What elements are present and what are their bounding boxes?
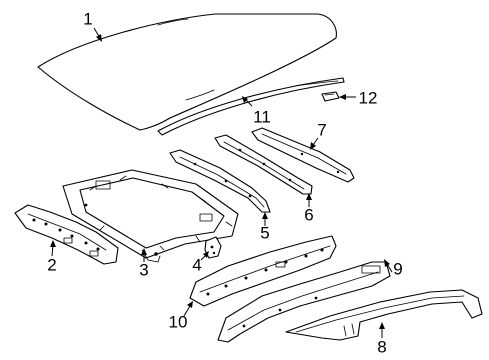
leader-5 <box>262 212 268 226</box>
callout-2: 2 <box>47 255 57 275</box>
rear-roof-bow <box>251 127 355 183</box>
leader-6 <box>306 193 312 207</box>
front-roof-bow <box>169 149 271 213</box>
leader-7 <box>310 137 319 150</box>
callout-1: 1 <box>83 9 93 29</box>
callout-8: 8 <box>377 337 387 357</box>
callout-12: 12 <box>358 88 378 108</box>
callout-4: 4 <box>192 255 202 275</box>
leader-9 <box>384 259 393 273</box>
leader-2 <box>50 240 56 257</box>
roof-panel <box>37 13 337 131</box>
leader-3 <box>141 248 147 262</box>
callout-11: 11 <box>253 107 271 127</box>
roof-drip-molding <box>157 77 345 136</box>
leader-11 <box>242 96 253 107</box>
front-header-panel <box>14 204 119 265</box>
callout-3: 3 <box>139 260 149 280</box>
callout-7: 7 <box>317 120 327 140</box>
clip <box>321 91 340 102</box>
roof-side-rail-inner <box>189 235 337 307</box>
leader-1 <box>93 27 102 42</box>
bracket <box>204 236 222 259</box>
sunroof-frame <box>62 169 239 263</box>
roof-side-panel <box>285 289 483 341</box>
leader-8 <box>379 322 385 338</box>
callout-10: 10 <box>168 312 188 332</box>
callout-5: 5 <box>260 223 270 243</box>
leader-lines <box>50 27 393 338</box>
leader-12 <box>339 94 356 100</box>
leader-4 <box>200 251 209 261</box>
roof-side-rail-outer <box>217 261 391 343</box>
callout-9: 9 <box>393 259 403 279</box>
callout-6: 6 <box>304 205 314 225</box>
leader-10 <box>183 301 193 317</box>
center-roof-bow <box>214 134 313 195</box>
